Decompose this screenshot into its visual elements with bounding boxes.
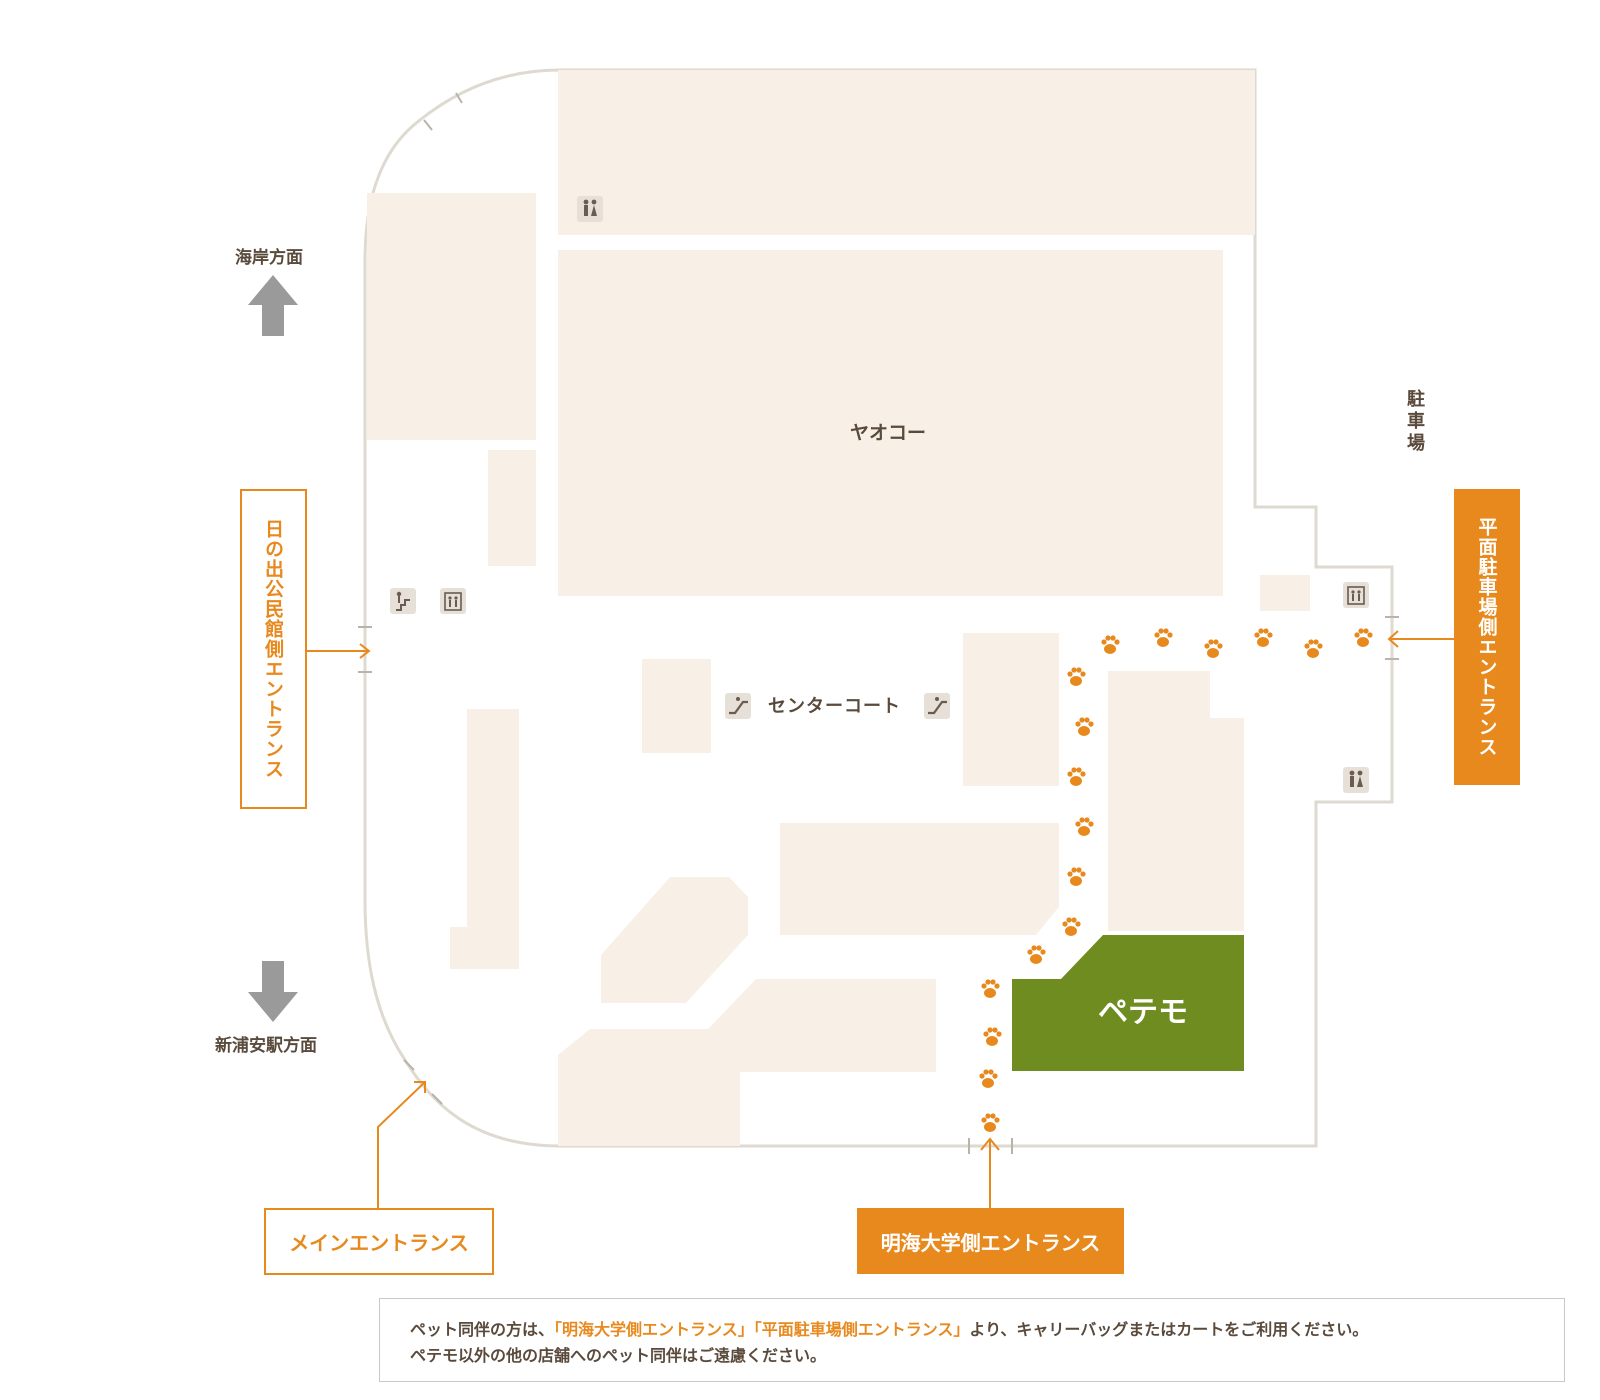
paw-print-icon — [1101, 635, 1120, 654]
paw-print-icon — [1354, 628, 1373, 647]
entrance-connectors — [307, 630, 1454, 1208]
store-left-long — [467, 709, 519, 969]
store-center-right — [963, 633, 1059, 786]
entrance-flat-parking[interactable]: 平面駐車場側エントランス — [1454, 489, 1520, 785]
store-yaoko — [558, 250, 1223, 596]
paw-print-icon — [1027, 945, 1046, 964]
store-petemo-block — [1012, 935, 1244, 1071]
paw-print-icon — [1304, 639, 1323, 658]
pet-notice: ペット同伴の方は、「明海大学側エントランス」「平面駐車場側エントランス」より、キ… — [379, 1298, 1565, 1382]
entrance-hinode-label: 日の出公民館側エントランス — [262, 519, 284, 779]
restroom-icon — [1343, 767, 1369, 793]
door-ticks — [358, 92, 1399, 1154]
notice-highlight: 「明海大学側エントランス」「平面駐車場側エントランス」 — [554, 1320, 970, 1339]
entrance-main-label: メインエントランス — [289, 1231, 469, 1255]
mall-outline — [363, 68, 1394, 1148]
paw-print-icon — [1075, 817, 1094, 836]
store-blocks — [367, 70, 1310, 1146]
paw-print-icon — [1254, 628, 1273, 647]
escalator-icon — [725, 693, 751, 719]
paw-print-icon — [1154, 628, 1173, 647]
entrance-meikai[interactable]: 明海大学側エントランス — [857, 1208, 1124, 1274]
arrow-up-icon — [248, 275, 298, 336]
store-right-tall — [1108, 671, 1244, 931]
store-petemo-label: ペテモ — [1098, 995, 1188, 1030]
paw-print-icon — [1067, 867, 1086, 886]
direction-station-label: 新浦安駅方面 — [215, 1036, 317, 1056]
store-yaoko-label: ヤオコー — [850, 422, 927, 444]
store-mid-small — [642, 659, 711, 753]
paw-print-icon — [1204, 639, 1223, 658]
center-court-label: センターコート — [768, 696, 901, 717]
store-center-wide — [780, 823, 1059, 935]
elevator-icon — [1343, 582, 1369, 608]
pet-notice-line2: ペテモ以外の他の店舗へのペット同伴はご遠慮ください。 — [410, 1346, 827, 1365]
paw-print-icon — [983, 1027, 1002, 1046]
paw-print-icon — [1075, 717, 1094, 736]
pet-notice-line1: ペット同伴の方は、「明海大学側エントランス」「平面駐車場側エントランス」より、キ… — [410, 1317, 1534, 1343]
direction-coast-label: 海岸方面 — [235, 248, 303, 268]
paw-print-icon — [981, 1113, 1000, 1132]
store-left-long-foot — [450, 927, 519, 969]
direction-parking-label: 駐車場 — [1407, 389, 1425, 454]
store-top — [558, 70, 1255, 235]
store-octagon — [601, 877, 748, 1003]
store-left-small — [488, 406, 536, 438]
escalator-icon — [924, 693, 950, 719]
paw-print-icon — [1067, 667, 1086, 686]
paw-print-icon — [1062, 917, 1081, 936]
elevator-icon — [440, 588, 466, 614]
store-left-upper — [367, 193, 536, 440]
store-right-small — [1260, 575, 1310, 611]
store-bottom-wide — [558, 979, 936, 1146]
facility-icons — [390, 196, 1369, 793]
paw-print-icon — [979, 1069, 998, 1088]
paw-print-icon — [981, 979, 1000, 998]
entrance-flat-parking-label: 平面駐車場側エントランス — [1475, 517, 1498, 757]
stairs-icon — [390, 588, 416, 614]
paw-print-icon — [1067, 767, 1086, 786]
restroom-icon — [577, 196, 603, 222]
notice-text: より、キャリーバッグまたはカートをご利用ください。 — [969, 1320, 1369, 1339]
entrance-hinode[interactable]: 日の出公民館側エントランス — [240, 489, 307, 809]
entrance-meikai-label: 明海大学側エントランス — [880, 1230, 1101, 1255]
store-left-mid — [488, 450, 536, 566]
arrow-down-icon — [248, 961, 298, 1022]
notice-text: ペット同伴の方は、 — [410, 1320, 555, 1339]
entrance-main[interactable]: メインエントランス — [264, 1208, 494, 1275]
